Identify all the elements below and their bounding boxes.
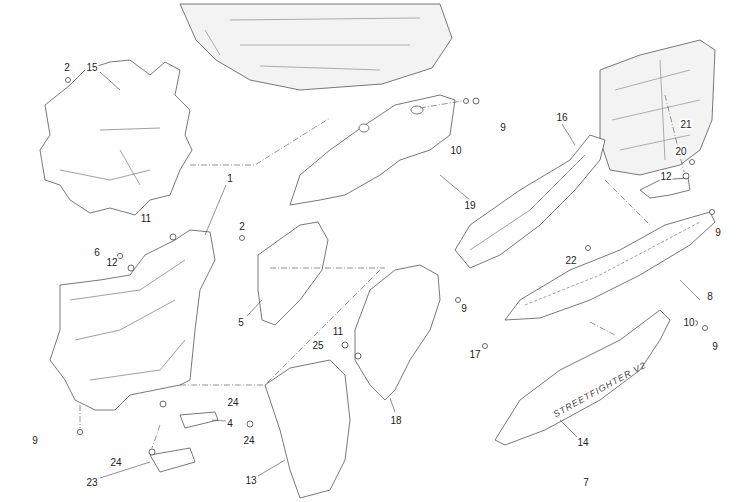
- tail-frame: [505, 212, 715, 320]
- callout-number: 4: [226, 418, 234, 429]
- callout-number: 2: [63, 62, 71, 73]
- side-cover: [355, 265, 440, 400]
- callout-number: 12: [659, 171, 672, 182]
- callout-number: 9: [460, 303, 468, 314]
- side-panel: [290, 95, 455, 205]
- frame-detail: [205, 18, 420, 70]
- callout-number: 20: [674, 146, 687, 157]
- frame-detail: [525, 222, 700, 305]
- callout-number: 9: [714, 227, 722, 238]
- callout-number: 23: [85, 477, 98, 488]
- cover-detail: [470, 155, 585, 250]
- callout-number: 16: [555, 112, 568, 123]
- grommet: [359, 124, 369, 132]
- decal-text: STREETFIGHTER V2: [551, 359, 649, 420]
- plate: [258, 222, 328, 325]
- callout-number: 5: [237, 317, 245, 328]
- callout-number: 12: [105, 257, 118, 268]
- leader-lines: [100, 72, 700, 478]
- callout-number: 25: [311, 340, 324, 351]
- callout-number: 8: [706, 291, 714, 302]
- callout-number: 24: [226, 397, 239, 408]
- tank-frame: [180, 4, 452, 90]
- callout-number: 17: [468, 349, 481, 360]
- shield-detail: [60, 128, 160, 185]
- callout-number: 11: [332, 326, 344, 337]
- callout-number: 7: [582, 477, 590, 488]
- heat-shield: [40, 60, 192, 215]
- callout-number: 15: [85, 62, 98, 73]
- tail-side-panel: [495, 310, 670, 445]
- parts: [40, 4, 715, 498]
- callout-number: 24: [242, 435, 255, 446]
- tail-detail: [612, 60, 700, 160]
- front-bracket: [50, 230, 215, 410]
- bracket-detail: [70, 260, 185, 380]
- callout-number: 2: [238, 221, 246, 232]
- callout-number: 18: [389, 415, 402, 426]
- callout-number: 9: [31, 435, 39, 446]
- grommet: [411, 106, 423, 114]
- fasteners: [66, 78, 715, 456]
- callout-number: 9: [711, 341, 719, 352]
- small-cover: [150, 448, 195, 472]
- callout-number: 10: [682, 317, 695, 328]
- tail-unit: [600, 40, 715, 175]
- callout-number: 11: [140, 213, 152, 224]
- callout-number: 9: [499, 122, 507, 133]
- callout-number: 1: [226, 173, 234, 184]
- callout-number: 24: [109, 457, 122, 468]
- callout-number: 19: [463, 200, 476, 211]
- callout-number: 13: [244, 475, 257, 486]
- callout-number: 22: [564, 255, 577, 266]
- callout-number: 14: [576, 437, 589, 448]
- callout-number: 21: [679, 119, 692, 130]
- lower-cover: [265, 360, 350, 498]
- assembly-lines: [80, 95, 684, 448]
- callout-number: 10: [449, 145, 462, 156]
- tail-cover: [455, 135, 605, 268]
- callout-number: 6: [93, 247, 101, 258]
